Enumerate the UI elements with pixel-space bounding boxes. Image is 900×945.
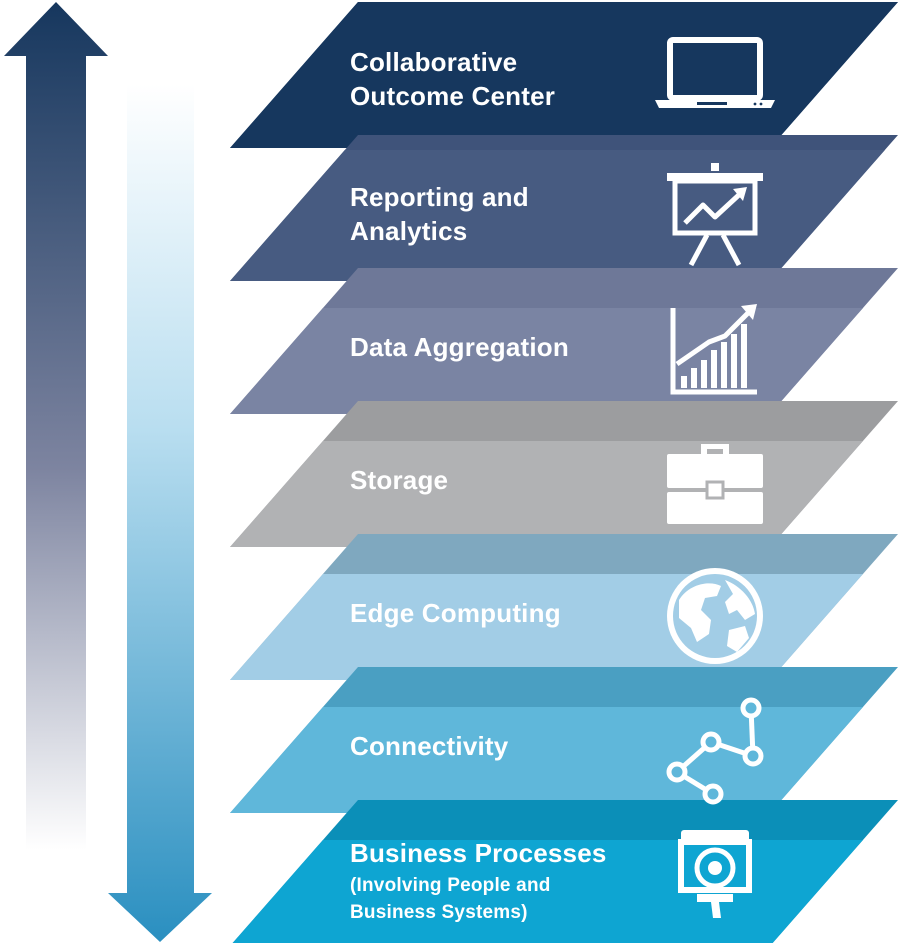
layer-connectivity — [230, 667, 898, 813]
briefcase-icon — [667, 444, 763, 524]
layer-title-line: Outcome Center — [350, 81, 556, 111]
layer-title-line: Business Processes — [350, 838, 607, 868]
layer-plane-reporting-and-analytics — [230, 150, 885, 281]
layer-label-connectivity: Connectivity — [350, 729, 508, 763]
up-arrow — [4, 2, 108, 850]
layer-plane-connectivity — [230, 707, 863, 813]
laptop-icon — [655, 37, 775, 108]
layer-label-data-aggregation: Data Aggregation — [350, 330, 569, 364]
layer-subtitle-line: (Involving People and — [350, 875, 551, 896]
down-arrow — [108, 84, 212, 942]
layer-plane-business-processes — [232, 840, 863, 943]
layer-title-line: Collaborative — [350, 47, 518, 77]
layer-title-line: Reporting and — [350, 182, 529, 212]
bar-chart-growth-icon — [670, 304, 757, 395]
layer-collaborative-outcome-center — [230, 2, 898, 148]
layer-subtitle-line: Business Systems) — [350, 902, 528, 923]
layer-label-edge-computing: Edge Computing — [350, 596, 561, 630]
layer-reporting-and-analytics — [230, 135, 898, 281]
layer-title-line: Storage — [350, 465, 449, 495]
layer-edge-computing — [230, 534, 898, 680]
layer-plane-collaborative-outcome-center — [230, 2, 898, 148]
layer-title-line: Analytics — [350, 216, 468, 246]
layer-plane-storage — [230, 441, 863, 547]
presentation-chart-icon — [667, 163, 763, 267]
layers-group — [230, 2, 899, 943]
layer-title-line: Connectivity — [350, 731, 509, 761]
layer-storage — [230, 401, 898, 547]
layer-title-line: Edge Computing — [350, 598, 561, 628]
layer-title-line: Data Aggregation — [350, 332, 569, 362]
network-nodes-icon — [666, 697, 764, 805]
camera-device-icon — [678, 830, 752, 918]
globe-icon — [667, 568, 763, 664]
layer-label-storage: Storage — [350, 463, 448, 497]
